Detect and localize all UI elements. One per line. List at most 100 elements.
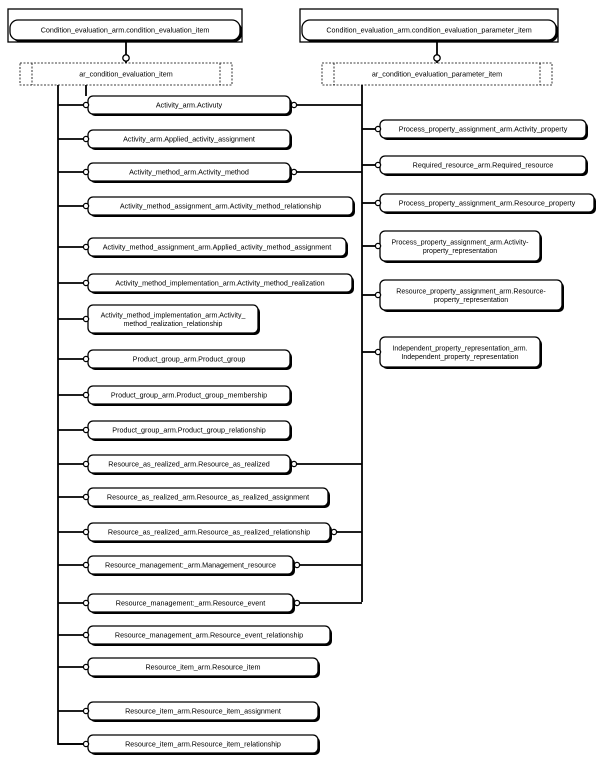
left-branch-circle xyxy=(82,493,90,501)
right-entity: Required_resource_arm.Required_resource xyxy=(379,155,588,176)
cross-link-circle xyxy=(290,460,298,468)
right-branch-circle xyxy=(374,125,382,133)
entity-label: Activity_method_implementation_arm.Activ… xyxy=(115,279,324,288)
left-entity: Activity_method_assignment_arm.Applied_a… xyxy=(87,237,348,258)
left-branch-circle xyxy=(82,243,90,251)
diagram-nodes: Condition_evaluation_arm.condition_evalu… xyxy=(7,8,596,755)
right-entity: Independent_property_representation_arm.… xyxy=(379,336,542,369)
entity-label: Resource_property_assignment_arm.Resourc… xyxy=(396,288,546,295)
top-entity-left: Condition_evaluation_arm.condition_evalu… xyxy=(7,8,243,43)
select-box xyxy=(19,62,233,86)
left-branch-circle xyxy=(82,101,90,109)
entity-label: method_realization_relationship xyxy=(124,321,223,328)
connector-lines xyxy=(57,42,438,745)
left-entity: Resource_management:_arm.Resource_event xyxy=(87,593,295,614)
left-branch-circle xyxy=(82,391,90,399)
cross-link-circle xyxy=(330,528,338,536)
top-entity-right: Condition_evaluation_arm.condition_evalu… xyxy=(299,8,559,43)
right-entity: Process_property_assignment_arm.Activity… xyxy=(379,119,588,140)
left-entity: Product_group_arm.Product_group xyxy=(87,349,292,370)
left-branch-circle xyxy=(82,426,90,434)
entity-box xyxy=(301,19,557,41)
left-branch-circle xyxy=(82,631,90,639)
right-entity: Process_property_assignment_arm.Activity… xyxy=(379,230,542,263)
entity-label: Activity_method_assignment_arm.Activity_… xyxy=(120,202,321,211)
left-entity: Resource_as_realized_arm.Resource_as_rea… xyxy=(87,454,292,475)
entity-label: Condition_evaluation_arm.condition_evalu… xyxy=(41,26,210,35)
cross-link-circle xyxy=(293,599,301,607)
entity-label: Activity_method_arm.Activity_method xyxy=(129,168,249,177)
left-branch-circle xyxy=(82,740,90,748)
left-branch-circle xyxy=(82,663,90,671)
select-right: ar_condition_evaluation_parameter_item xyxy=(321,62,553,86)
left-entity: Resource_item_arm.Resource_item_assignme… xyxy=(87,701,320,722)
entity-label: Required_resource_arm.Required_resource xyxy=(413,161,554,170)
entity-label: Resource_item_arm.Resource_item_relation… xyxy=(125,740,281,749)
left-branch-circle xyxy=(82,599,90,607)
left-branch-circle xyxy=(82,707,90,715)
left-entity: Product_group_arm.Product_group_relation… xyxy=(87,420,292,441)
right-branch-circle xyxy=(374,348,382,356)
entity-label: Resource_management:_arm.Resource_event xyxy=(116,599,265,608)
entity-label: Resource_as_realized_arm.Resource_as_rea… xyxy=(107,493,309,502)
left-entity: Resource_as_realized_arm.Resource_as_rea… xyxy=(87,522,332,543)
cross-link-circle xyxy=(290,168,298,176)
left-branch-circle xyxy=(82,528,90,536)
left-entity: Resource_management_arm.Resource_event_r… xyxy=(87,625,332,646)
left-branch-circle xyxy=(82,279,90,287)
entity-label: Resource_management:_arm.Management_reso… xyxy=(105,561,276,570)
entity-label: Resource_as_realized_arm.Resource_as_rea… xyxy=(108,460,269,469)
entity-label: Resource_as_realized_arm.Resource_as_rea… xyxy=(108,528,310,537)
entity-label: property_representation xyxy=(423,248,497,255)
left-branch-circle xyxy=(82,168,90,176)
select-label: ar_condition_evaluation_parameter_item xyxy=(372,70,502,79)
entity-label: Activity_method_assignment_arm.Applied_a… xyxy=(103,243,332,252)
right-entity: Resource_property_assignment_arm.Resourc… xyxy=(379,279,564,312)
entity-box xyxy=(9,19,241,41)
select-label: ar_condition_evaluation_item xyxy=(79,70,173,79)
left-entity: Activity_method_implementation_arm.Activ… xyxy=(87,304,260,335)
entity-label: Resource_item_arm.Resource_item_assignme… xyxy=(125,707,281,716)
entity-label: Product_group_arm.Product_group xyxy=(133,355,246,364)
right-branch-circle xyxy=(374,199,382,207)
left-entity: Activity_method_implementation_arm.Activ… xyxy=(87,273,354,294)
left-branch-circle xyxy=(82,135,90,143)
left-entity: Activity_method_assignment_arm.Activity_… xyxy=(87,196,355,217)
right-entity: Process_property_assignment_arm.Resource… xyxy=(379,193,596,214)
left-branch-circle xyxy=(82,315,90,323)
right-branch-circle xyxy=(374,242,382,250)
entity-label: Activity_arm.Applied_activity_assignment xyxy=(123,135,255,144)
right-branch-circle xyxy=(374,161,382,169)
entity-label: Process_property_assignment_arm.Resource… xyxy=(399,199,576,208)
entity-label: Product_group_arm.Product_group_membersh… xyxy=(111,391,267,400)
select-left-link-circle xyxy=(122,54,130,62)
entity-label: Process_property_assignment_arm.Activity… xyxy=(399,125,568,134)
select-left: ar_condition_evaluation_item xyxy=(19,62,233,86)
left-entity: Resource_item_arm.Resource_item_relation… xyxy=(87,734,320,755)
left-entity: Activity_arm.Activuty xyxy=(87,95,292,116)
right-branch-circle xyxy=(374,291,382,299)
entity-label: property_representation xyxy=(434,297,508,304)
cross-link-circle xyxy=(293,561,301,569)
entity-label: Independent_property_representation_arm. xyxy=(392,345,527,352)
left-branch-circle xyxy=(82,561,90,569)
left-branch-circle xyxy=(82,202,90,210)
entity-label: Resource_item_arm.Resource_item xyxy=(145,663,260,672)
left-branch-circle xyxy=(82,460,90,468)
select-right-link-circle xyxy=(433,54,441,62)
entity-label: Activity_arm.Activuty xyxy=(156,101,223,110)
left-branch-circle xyxy=(82,355,90,363)
left-entity: Resource_item_arm.Resource_item xyxy=(87,657,320,678)
left-entity: Activity_method_arm.Activity_method xyxy=(87,162,292,183)
left-entity: Resource_management:_arm.Management_reso… xyxy=(87,555,295,576)
entity-label: Activity_method_implementation_arm.Activ… xyxy=(101,312,246,319)
left-entity: Activity_arm.Applied_activity_assignment xyxy=(87,129,292,150)
entity-label: Condition_evaluation_arm.condition_evalu… xyxy=(326,26,531,35)
left-entity: Resource_as_realized_arm.Resource_as_rea… xyxy=(87,487,330,508)
select-box xyxy=(321,62,553,86)
entity-label: Process_property_assignment_arm.Activity… xyxy=(392,239,530,246)
entity-label: Resource_management_arm.Resource_event_r… xyxy=(115,631,303,640)
cross-link-circle xyxy=(290,101,298,109)
entity-label: Product_group_arm.Product_group_relation… xyxy=(112,426,265,435)
